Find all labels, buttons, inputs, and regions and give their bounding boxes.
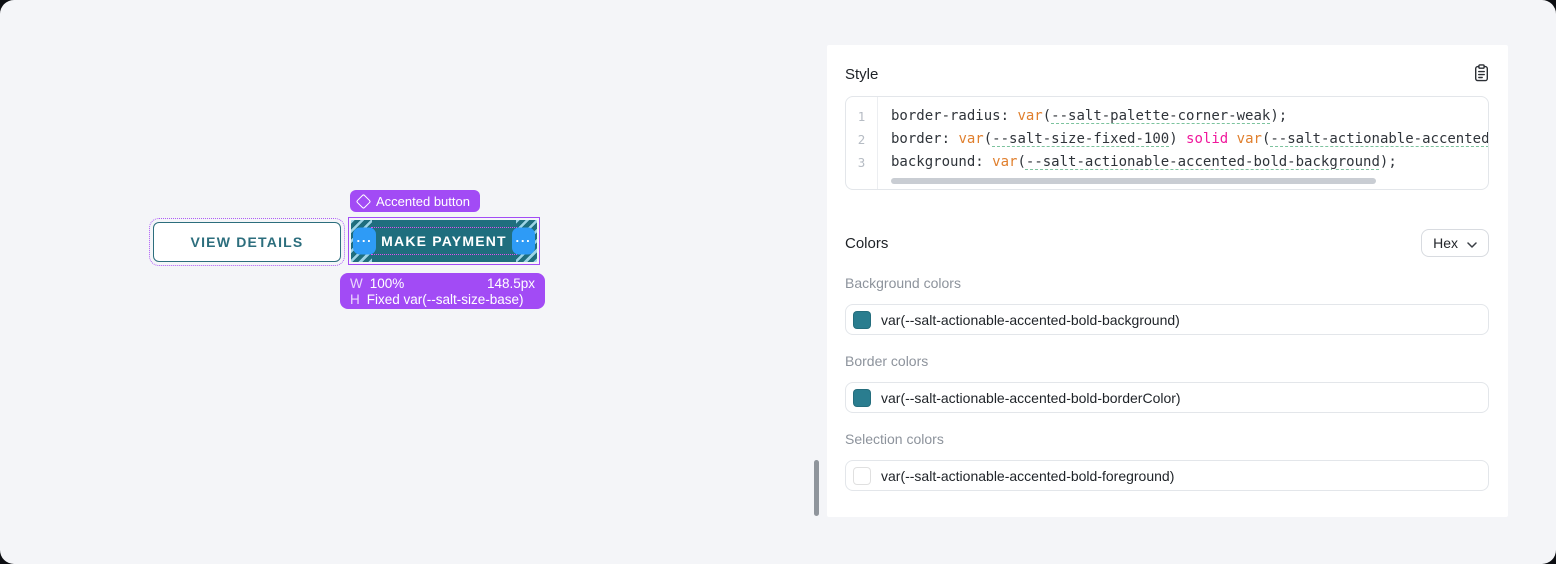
style-section-header: Style bbox=[845, 63, 1489, 85]
copy-code-button[interactable] bbox=[1474, 63, 1489, 85]
selection-colors-label: Selection colors bbox=[845, 431, 944, 447]
border-colors-label: Border colors bbox=[845, 353, 929, 369]
background-color-swatch bbox=[853, 310, 871, 329]
component-badge[interactable]: Accented button bbox=[350, 190, 480, 212]
color-format-dropdown[interactable]: Hex bbox=[1421, 229, 1489, 257]
code-area: border-radius: var(--salt-palette-corner… bbox=[878, 97, 1488, 189]
background-color-row[interactable]: var(--salt-actionable-accented-bold-back… bbox=[845, 304, 1489, 335]
size-tooltip-width-row: W 100% 148.5px bbox=[350, 276, 535, 292]
code-token: var bbox=[1017, 108, 1043, 124]
size-tooltip-height-row: H Fixed var(--salt-size-base) bbox=[350, 292, 535, 308]
code-line-number: 1 bbox=[857, 109, 866, 124]
code-token: : bbox=[1000, 108, 1018, 124]
code-token: background bbox=[891, 154, 976, 170]
background-color-value: var(--salt-actionable-accented-bold-back… bbox=[881, 311, 1180, 328]
border-color-swatch bbox=[853, 388, 871, 407]
horizontal-scrollbar[interactable] bbox=[891, 178, 1376, 184]
style-heading: Style bbox=[845, 65, 879, 83]
code-token: solid bbox=[1186, 131, 1229, 147]
selection-color-value: var(--salt-actionable-accented-bold-fore… bbox=[881, 467, 1175, 484]
vertical-scrollbar[interactable] bbox=[814, 460, 819, 516]
code-token: var bbox=[1236, 131, 1262, 147]
code-token: ) bbox=[1169, 131, 1187, 147]
code-token: border bbox=[891, 131, 942, 147]
code-token: --salt-actionable-accented-bold-backgrou… bbox=[1025, 154, 1380, 170]
height-label: H bbox=[350, 291, 360, 307]
padding-handle-right[interactable]: ··· bbox=[512, 227, 535, 255]
make-payment-label: MAKE PAYMENT bbox=[371, 227, 517, 255]
code-token: var bbox=[958, 131, 984, 147]
code-token bbox=[1228, 131, 1236, 147]
code-line: background: var(--salt-actionable-accent… bbox=[891, 151, 1488, 174]
height-value: Fixed var(--salt-size-base) bbox=[366, 291, 524, 307]
width-value: 100% bbox=[369, 276, 405, 291]
code-token: ); bbox=[1270, 108, 1288, 124]
make-payment-button[interactable]: MAKE PAYMENT bbox=[351, 220, 537, 262]
colors-heading: Colors bbox=[845, 234, 889, 252]
code-line: border-radius: var(--salt-palette-corner… bbox=[891, 105, 1488, 128]
padding-handle-left[interactable]: ··· bbox=[353, 227, 376, 255]
code-line-number: 3 bbox=[857, 155, 866, 170]
code-token: ( bbox=[983, 131, 993, 147]
code-token: ( bbox=[1261, 131, 1271, 147]
border-color-value: var(--salt-actionable-accented-bold-bord… bbox=[881, 389, 1181, 406]
component-badge-label: Accented button bbox=[376, 193, 470, 209]
colors-section-header: Colors Hex bbox=[845, 229, 1489, 257]
code-token: --salt-size-fixed-100 bbox=[992, 131, 1170, 147]
selection-color-row[interactable]: var(--salt-actionable-accented-bold-fore… bbox=[845, 460, 1489, 491]
line-number-gutter: 1 2 3 bbox=[846, 97, 878, 189]
code-lines: border-radius: var(--salt-palette-corner… bbox=[891, 105, 1488, 174]
size-tooltip: W 100% 148.5px H Fixed var(--salt-size-b… bbox=[340, 273, 545, 309]
clipboard-icon bbox=[1474, 63, 1489, 85]
code-token: : bbox=[975, 154, 993, 170]
code-line-number: 2 bbox=[857, 132, 866, 147]
code-line: border: var(--salt-size-fixed-100) solid… bbox=[891, 128, 1488, 151]
background-colors-label: Background colors bbox=[845, 275, 961, 291]
width-pixels: 148.5px bbox=[486, 276, 535, 291]
color-format-value: Hex bbox=[1433, 235, 1458, 251]
code-token: ( bbox=[1042, 108, 1052, 124]
code-token: border-radius bbox=[891, 108, 1001, 124]
component-diamond-icon bbox=[355, 193, 372, 209]
chevron-down-icon bbox=[1467, 235, 1477, 251]
border-color-row[interactable]: var(--salt-actionable-accented-bold-bord… bbox=[845, 382, 1489, 413]
code-token: --salt-actionable-accented bbox=[1270, 131, 1488, 147]
code-token: var bbox=[992, 154, 1018, 170]
selected-component-wrapper: MAKE PAYMENT ··· ··· bbox=[348, 217, 540, 265]
code-token: ( bbox=[1017, 154, 1026, 170]
code-token: : bbox=[941, 131, 959, 147]
view-details-button[interactable]: VIEW DETAILS bbox=[149, 218, 345, 266]
code-token: --salt-palette-corner-weak bbox=[1051, 108, 1271, 124]
code-token: ); bbox=[1379, 154, 1397, 170]
selection-color-swatch bbox=[853, 466, 871, 485]
width-label: W bbox=[350, 276, 363, 291]
